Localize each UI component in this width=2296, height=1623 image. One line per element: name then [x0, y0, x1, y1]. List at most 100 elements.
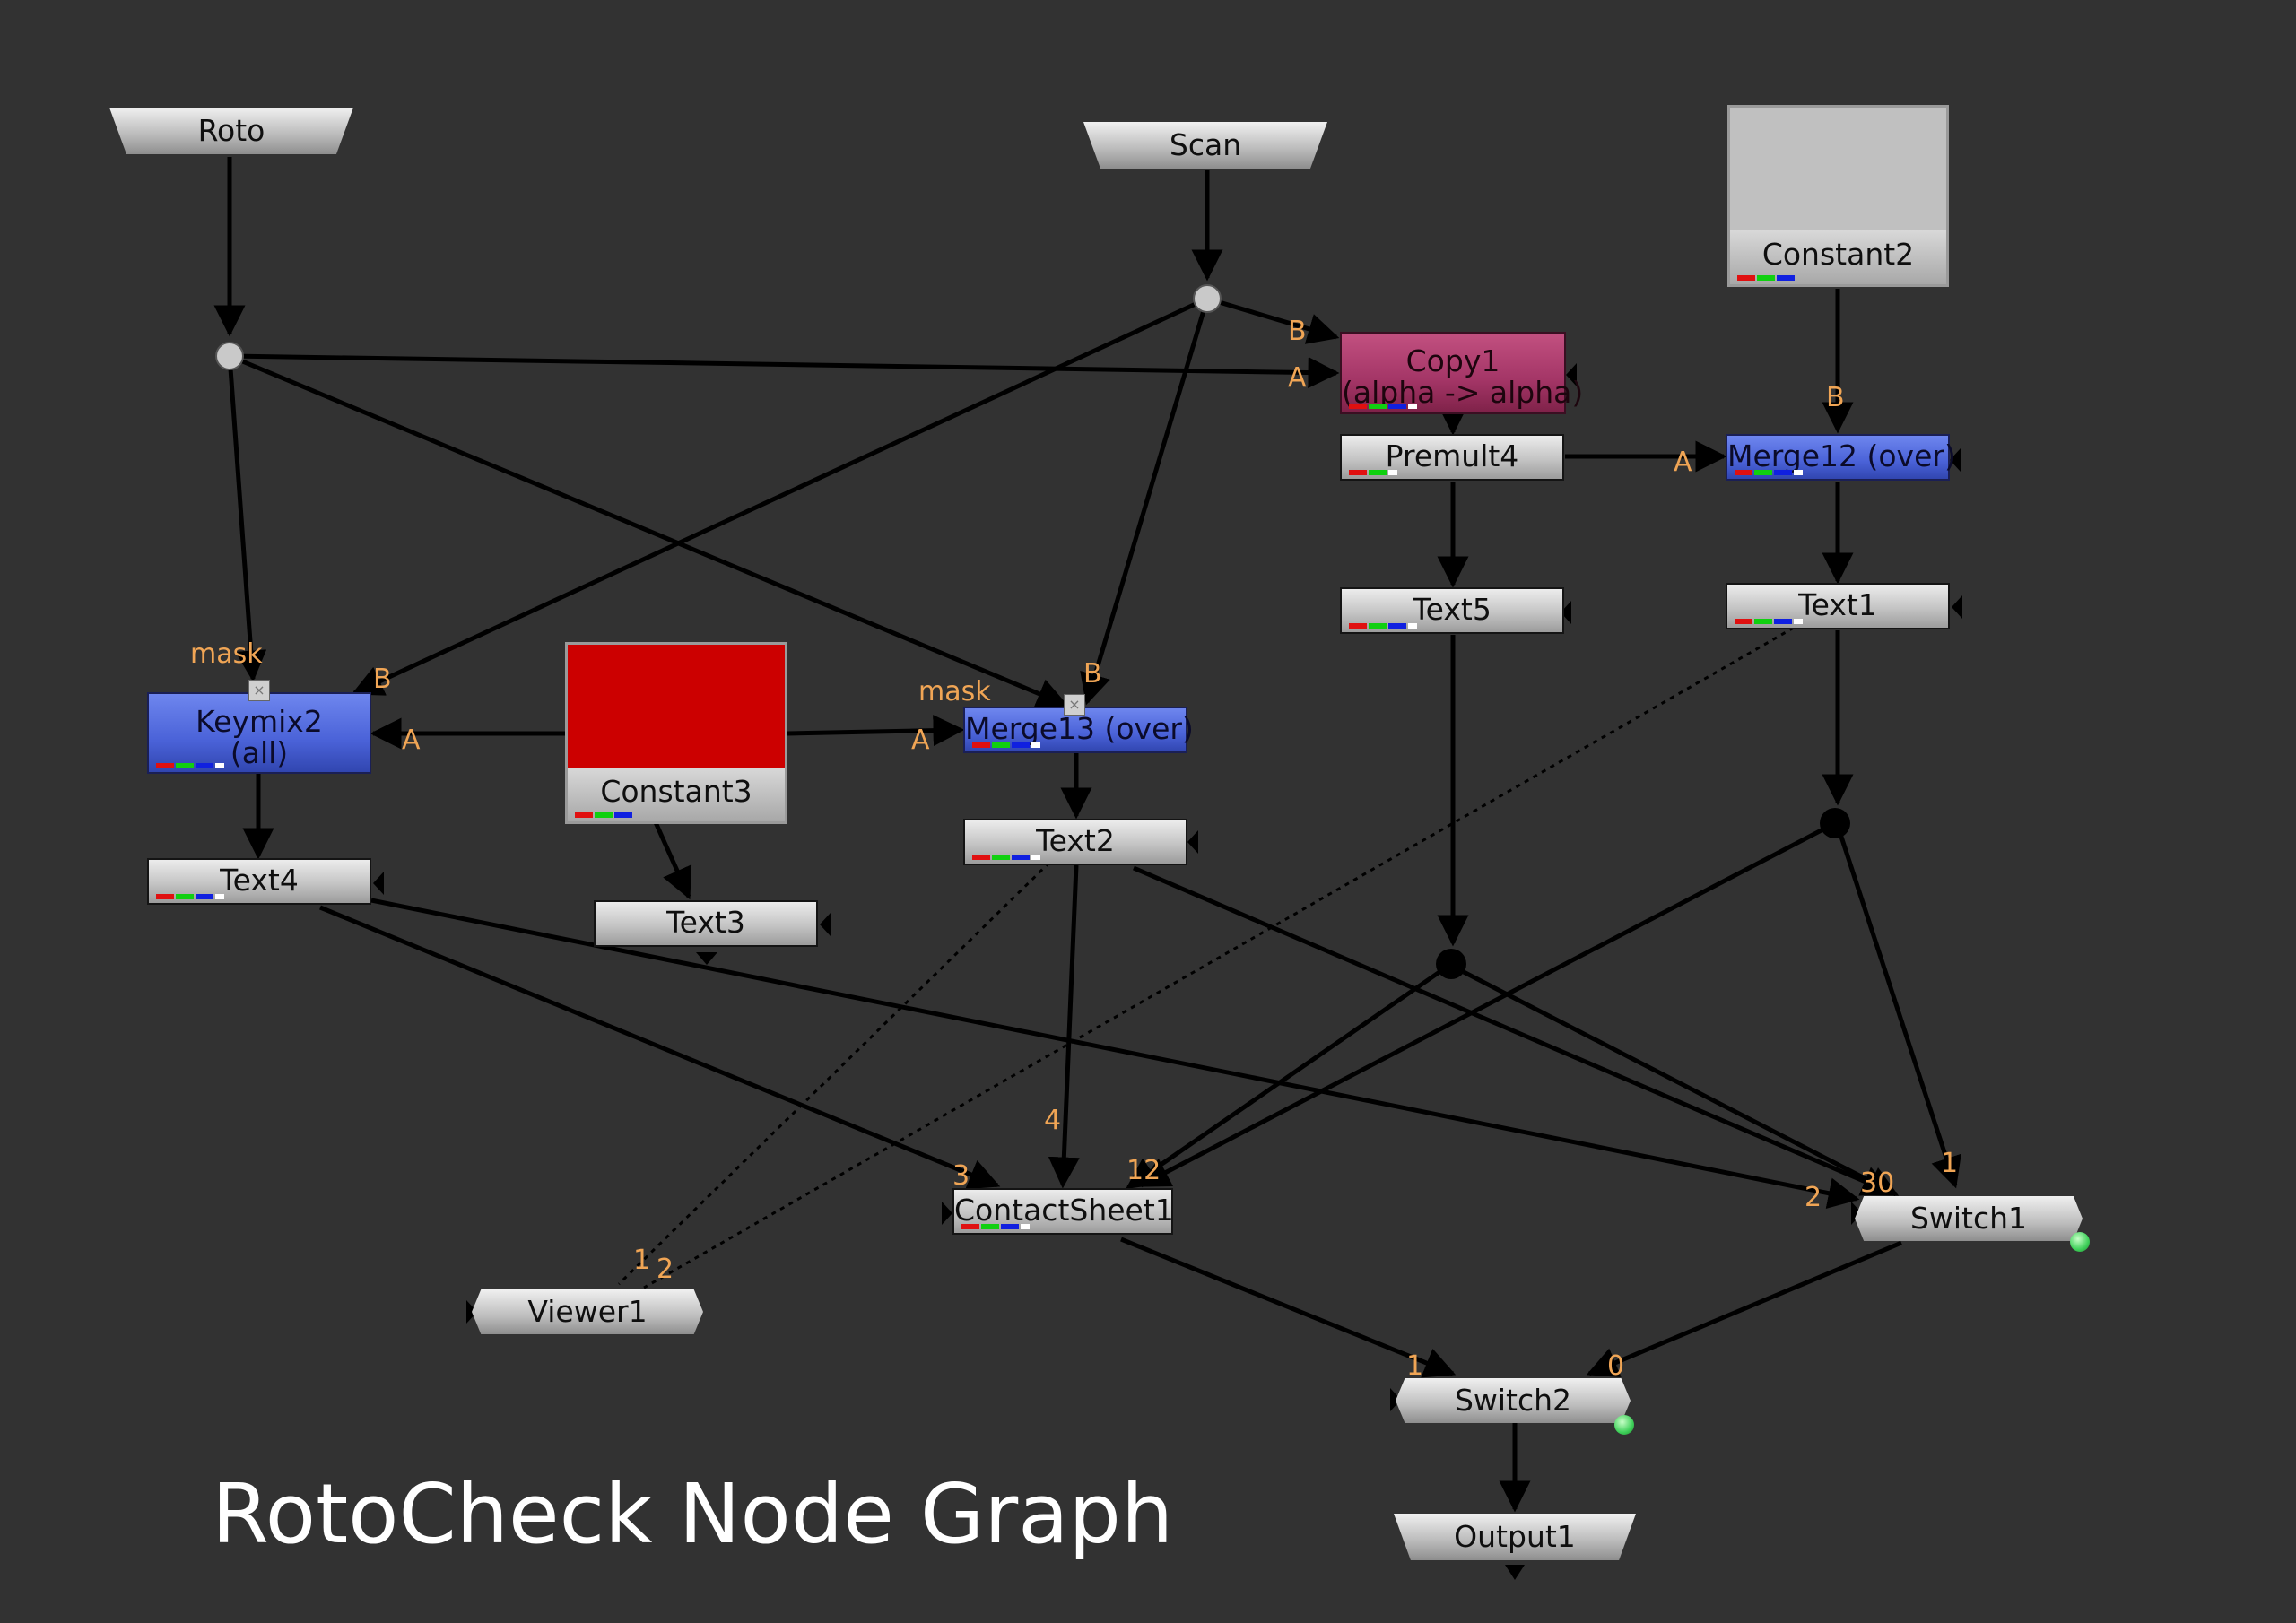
port-label-switch1-30: 30: [1860, 1167, 1895, 1199]
node-text5[interactable]: Text5: [1340, 587, 1564, 634]
side-arrow-text2: [1187, 830, 1198, 854]
node-output1[interactable]: Output1: [1394, 1514, 1636, 1560]
side-arrow-text4: [373, 872, 384, 895]
merge13-mask-toggle[interactable]: ×: [1064, 694, 1085, 716]
edge-scandot-copy1[interactable]: [1206, 296, 1340, 344]
node-merge13[interactable]: Merge13 (over): [963, 707, 1194, 753]
port-label-keymix2-b: B: [373, 664, 392, 695]
port-label-switch2-0: 0: [1607, 1350, 1625, 1382]
edge-rotodot-copy1[interactable]: [229, 353, 1340, 389]
port-label-keymix2-mask: mask: [190, 638, 263, 670]
edge-switch1-switch2[interactable]: [1586, 1240, 1902, 1377]
edge-text2-switch1[interactable]: [1133, 865, 1894, 1196]
node-copy1-label: Copy1: [1405, 343, 1500, 378]
node-text4-label: Text4: [220, 863, 299, 898]
port-label-keymix2-a: A: [402, 725, 421, 756]
constant3-swatch: [568, 645, 785, 770]
channel-indicator: [1735, 470, 1803, 475]
node-switch2-label: Switch2: [1454, 1383, 1572, 1418]
channel-indicator: [972, 742, 1040, 748]
side-arrow-text5: [1561, 601, 1571, 624]
node-premult4[interactable]: Premult4: [1340, 434, 1564, 481]
channel-indicator: [1737, 275, 1795, 281]
node-premult4-label: Premult4: [1385, 438, 1519, 473]
side-arrow-switch2: [1390, 1388, 1401, 1411]
dot-text5[interactable]: [1436, 949, 1466, 979]
node-keymix2-sublabel: (all): [230, 734, 289, 770]
channel-indicator: [156, 894, 224, 899]
node-constant3[interactable]: Constant3: [565, 642, 787, 824]
node-text4[interactable]: Text4: [147, 858, 371, 905]
dot-scan[interactable]: [1193, 284, 1222, 313]
edge-text4-contactsheet[interactable]: [319, 905, 1001, 1190]
node-contactsheet1[interactable]: ContactSheet1: [952, 1188, 1174, 1235]
edge-scandot-merge13[interactable]: [1080, 298, 1210, 706]
edge-scandot-keymix[interactable]: [351, 296, 1209, 696]
edge-text5dot-contactsheet[interactable]: [1126, 961, 1453, 1190]
port-label-viewer1-2: 2: [657, 1254, 674, 1285]
dot-roto[interactable]: [215, 342, 244, 370]
edge-text5dot-switch1[interactable]: [1462, 969, 1900, 1197]
node-text5-label: Text5: [1413, 592, 1492, 627]
side-arrow-text1: [1952, 595, 1962, 619]
node-roto-label: Roto: [197, 113, 265, 148]
node-constant2[interactable]: Constant2: [1727, 105, 1949, 287]
edge-constant3-merge13[interactable]: [787, 715, 965, 747]
constant2-swatch: [1730, 108, 1946, 233]
edge-text4-switch1[interactable]: [370, 898, 1860, 1209]
channel-indicator: [156, 763, 224, 768]
side-arrow-contactsheet: [942, 1202, 952, 1225]
port-label-viewer1-1: 1: [633, 1245, 651, 1276]
channel-indicator: [1349, 623, 1417, 629]
edge-text1dot-contactsheet[interactable]: [1137, 820, 1837, 1188]
port-label-contactsheet-3: 3: [952, 1160, 970, 1192]
node-constant2-label: Constant2: [1761, 237, 1915, 272]
port-label-switch1-2: 2: [1805, 1182, 1822, 1213]
page-title: RotoCheck Node Graph: [212, 1466, 1174, 1562]
channel-indicator: [961, 1224, 1030, 1229]
node-copy1[interactable]: Copy1 (alpha -> alpha): [1340, 332, 1584, 414]
side-arrow-copy1: [1566, 363, 1577, 386]
node-text2[interactable]: Text2: [963, 819, 1187, 865]
channel-indicator: [1735, 619, 1803, 624]
dot-text1[interactable]: [1820, 808, 1850, 838]
keymix2-mask-toggle[interactable]: ×: [248, 680, 270, 701]
edge-contactsheet-switch2[interactable]: [1120, 1237, 1457, 1378]
channel-indicator: [972, 855, 1040, 860]
port-label-merge13-a: A: [911, 725, 930, 756]
switch2-status-dot: [1614, 1415, 1634, 1435]
edge-text1-viewer1[interactable]: [643, 626, 1795, 1289]
edge-text2-contactsheet[interactable]: [1048, 864, 1080, 1189]
port-label-merge13-b: B: [1083, 658, 1102, 690]
side-arrow-switch1: [1851, 1202, 1862, 1225]
port-label-merge13-mask: mask: [918, 676, 991, 707]
node-switch2[interactable]: Switch2: [1396, 1378, 1631, 1423]
node-keymix2[interactable]: Keymix2 (all): [147, 692, 371, 774]
edge-text2-viewer1[interactable]: [617, 861, 1051, 1286]
port-label-copy1-a: A: [1288, 362, 1307, 394]
edge-constant3-text3[interactable]: [652, 819, 692, 900]
node-switch1[interactable]: Switch1: [1855, 1196, 2083, 1241]
node-viewer1-label: Viewer1: [527, 1294, 648, 1329]
constant3-label-bar: Constant3: [568, 768, 785, 821]
node-keymix2-label: Keymix2: [196, 704, 323, 739]
node-roto[interactable]: Roto: [109, 108, 353, 154]
node-merge12[interactable]: Merge12 (over): [1726, 434, 1956, 481]
port-label-merge12-b: B: [1826, 382, 1845, 413]
node-text1-label: Text1: [1798, 587, 1877, 622]
edge-rotodot-merge13[interactable]: [229, 353, 1069, 709]
node-copy1-sublabel: (alpha -> alpha): [1342, 374, 1584, 410]
node-text3[interactable]: Text3: [594, 900, 818, 947]
node-scan[interactable]: Scan: [1083, 122, 1327, 169]
switch1-status-dot: [2070, 1232, 2090, 1252]
edge-rotodot-keymix[interactable]: [227, 355, 267, 682]
edge-text1dot-switch1[interactable]: [1838, 833, 1961, 1189]
output-arrow: [1505, 1565, 1525, 1580]
channel-indicator: [1349, 470, 1397, 475]
node-viewer1[interactable]: Viewer1: [472, 1289, 703, 1334]
node-contactsheet1-label: ContactSheet1: [954, 1193, 1174, 1228]
port-label-contactsheet-12: 12: [1126, 1155, 1161, 1186]
node-text1[interactable]: Text1: [1726, 583, 1950, 629]
channel-indicator: [1349, 404, 1417, 409]
